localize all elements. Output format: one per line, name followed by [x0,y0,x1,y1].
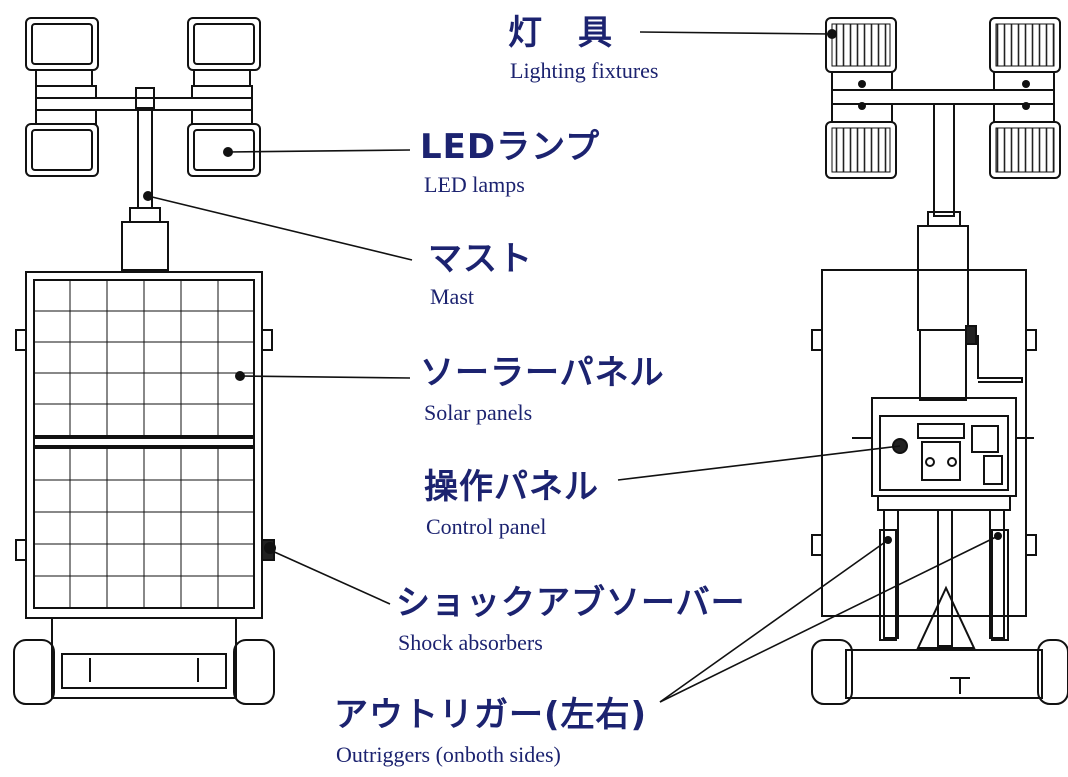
left-mast-base [121,221,169,271]
lighting-fixtures-label-jp: 灯 具 [508,13,613,53]
right-lamp-bottom-right [989,103,1061,179]
right-unit [811,17,1068,705]
right-lamp-crossbar [831,89,1055,105]
outrigger-left [879,529,897,641]
left-unit [13,17,275,705]
solar-panels-label-jp: ソーラーパネル [420,353,665,393]
leader-lines [147,31,999,703]
shock-absorbers-label-en: Shock absorbers [398,630,543,655]
control-panel-label-jp: 操作パネル [424,467,599,507]
solar-panel-upper [33,279,255,437]
led-lamps-label-jp: LEDランプ [420,127,601,167]
left-lamp-bottom-left [25,109,99,177]
leader-dots [143,147,1002,554]
right-wheel-left [811,639,853,705]
left-wheel-right [233,639,275,705]
right-lamp-top-left [825,17,897,91]
right-body [821,269,1027,617]
mast-label-en: Mast [430,284,474,309]
right-chassis [845,649,1043,699]
control-panel-label-en: Control panel [426,514,547,539]
left-lamp-bottom-right [187,109,261,177]
right-mast [933,103,955,217]
right-lamp-bottom-left [825,103,897,179]
left-wheel-left [13,639,55,705]
led-lamps-label-en: LED lamps [424,172,525,197]
left-lamp-top-right [187,17,261,99]
solar-panel-lower [33,447,255,609]
left-chassis [51,617,237,699]
left-mast-collar [129,207,161,223]
right-wheel-right [1037,639,1068,705]
shock-absorbers-label-jp: ショックアブソーバー [396,583,746,623]
right-lamp-top-right [989,17,1061,91]
left-lamp-crossbar [35,97,253,111]
right-mast-body [917,225,969,331]
outrigger-right [991,529,1009,641]
left-lamp-top-left [25,17,99,99]
lighting-fixtures-label-en: Lighting fixtures [510,58,659,83]
solar-panels-label-en: Solar panels [424,400,533,425]
mast-label-jp: マスト [428,239,533,279]
outriggers-label-jp: アウトリガー(左右) [334,695,648,735]
control-panel-box [852,397,1034,497]
outriggers-label-en: Outriggers (onboth sides) [336,742,561,767]
